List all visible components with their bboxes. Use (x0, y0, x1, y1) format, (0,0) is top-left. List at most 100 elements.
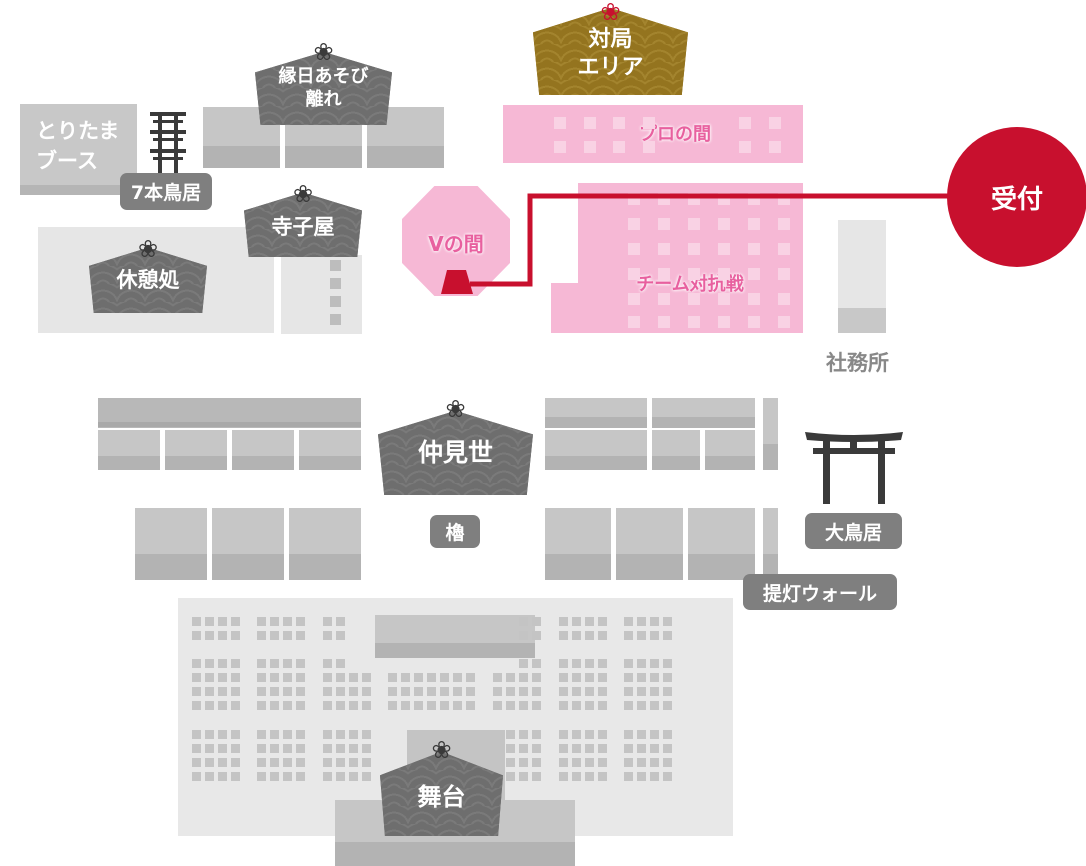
seat (572, 617, 581, 626)
booth[interactable] (135, 508, 207, 580)
seat (748, 218, 760, 230)
seat (362, 744, 371, 753)
seat (532, 758, 541, 767)
seat (572, 687, 581, 696)
ribbon-bow-icon: ❀ (600, 0, 621, 26)
terakoya-area[interactable] (281, 255, 362, 334)
terakoya-ema[interactable]: ❀ 寺子屋 (244, 182, 362, 257)
seat (323, 673, 332, 682)
seat (613, 141, 625, 153)
seat (739, 117, 751, 129)
booth[interactable] (165, 430, 227, 470)
seat (748, 243, 760, 255)
seat (663, 730, 672, 739)
shamusho-building[interactable] (838, 220, 886, 333)
seat (218, 730, 227, 739)
booth[interactable] (545, 398, 647, 428)
seat (598, 631, 607, 640)
seat (231, 617, 240, 626)
seat (414, 673, 423, 682)
seat (270, 730, 279, 739)
team-battle-area-notch (551, 283, 581, 333)
seat (624, 730, 633, 739)
uketsuke-circle[interactable]: 受付 (947, 127, 1086, 267)
seat (283, 730, 292, 739)
toritama-label: とりたま ブース (36, 119, 120, 174)
seat (192, 673, 201, 682)
ennichi-ema[interactable]: ❀ 縁日あそび 離れ (255, 40, 392, 125)
booth[interactable] (652, 430, 700, 470)
seat (283, 687, 292, 696)
seat (628, 268, 640, 280)
pro-room[interactable] (503, 105, 803, 163)
seat (493, 701, 502, 710)
kyukei-ema[interactable]: ❀ 休憩処 (89, 237, 207, 313)
seat (205, 744, 214, 753)
seat (748, 268, 760, 280)
booth[interactable] (98, 430, 160, 470)
nakamise-ema[interactable]: ❀ 仲見世 (378, 397, 533, 495)
seat (257, 631, 266, 640)
seat (585, 772, 594, 781)
torii-gate-icon (805, 430, 903, 504)
booth[interactable] (299, 430, 361, 470)
seat (778, 316, 790, 328)
seat (778, 243, 790, 255)
booth[interactable] (545, 508, 611, 580)
team-battle-area[interactable] (578, 183, 803, 333)
seat (349, 701, 358, 710)
booth[interactable] (212, 508, 284, 580)
seat (554, 117, 566, 129)
seat (628, 243, 640, 255)
seat (572, 673, 581, 682)
seat (349, 730, 358, 739)
toritama-booth[interactable]: とりたま ブース (20, 104, 137, 195)
seat (453, 701, 462, 710)
seat (559, 701, 568, 710)
seat (218, 631, 227, 640)
seat (270, 617, 279, 626)
seat (585, 701, 594, 710)
seat (650, 631, 659, 640)
seat (519, 772, 528, 781)
chochin-label: 提灯ウォール (743, 574, 897, 610)
butai-ema[interactable]: ❀ 舞台 (380, 738, 503, 836)
seat (414, 687, 423, 696)
seat (559, 744, 568, 753)
booth[interactable] (652, 398, 755, 428)
seat (192, 772, 201, 781)
booth[interactable] (545, 430, 647, 470)
seat (532, 673, 541, 682)
seat (466, 673, 475, 682)
seat (283, 758, 292, 767)
taikyoku-ema[interactable]: ❀ 対局 エリア (533, 0, 688, 95)
seat (466, 687, 475, 696)
seat (650, 701, 659, 710)
seat (362, 730, 371, 739)
seat (336, 631, 345, 640)
seat (296, 744, 305, 753)
lantern-wall-column[interactable] (763, 398, 778, 470)
lantern-wall-column[interactable] (763, 508, 778, 580)
seat (205, 772, 214, 781)
seat (192, 687, 201, 696)
seat (231, 772, 240, 781)
booth[interactable] (688, 508, 755, 580)
booth[interactable] (232, 430, 294, 470)
seat (388, 687, 397, 696)
seat (323, 659, 332, 668)
seat (296, 631, 305, 640)
seat (257, 673, 266, 682)
seat (362, 701, 371, 710)
seat (257, 687, 266, 696)
seat-marker (330, 314, 341, 325)
seat (663, 744, 672, 753)
seat (349, 772, 358, 781)
booth[interactable] (705, 430, 755, 470)
seat (349, 758, 358, 767)
seat (688, 268, 700, 280)
booth[interactable] (289, 508, 361, 580)
seat (559, 673, 568, 682)
seat (624, 772, 633, 781)
booth[interactable] (616, 508, 683, 580)
